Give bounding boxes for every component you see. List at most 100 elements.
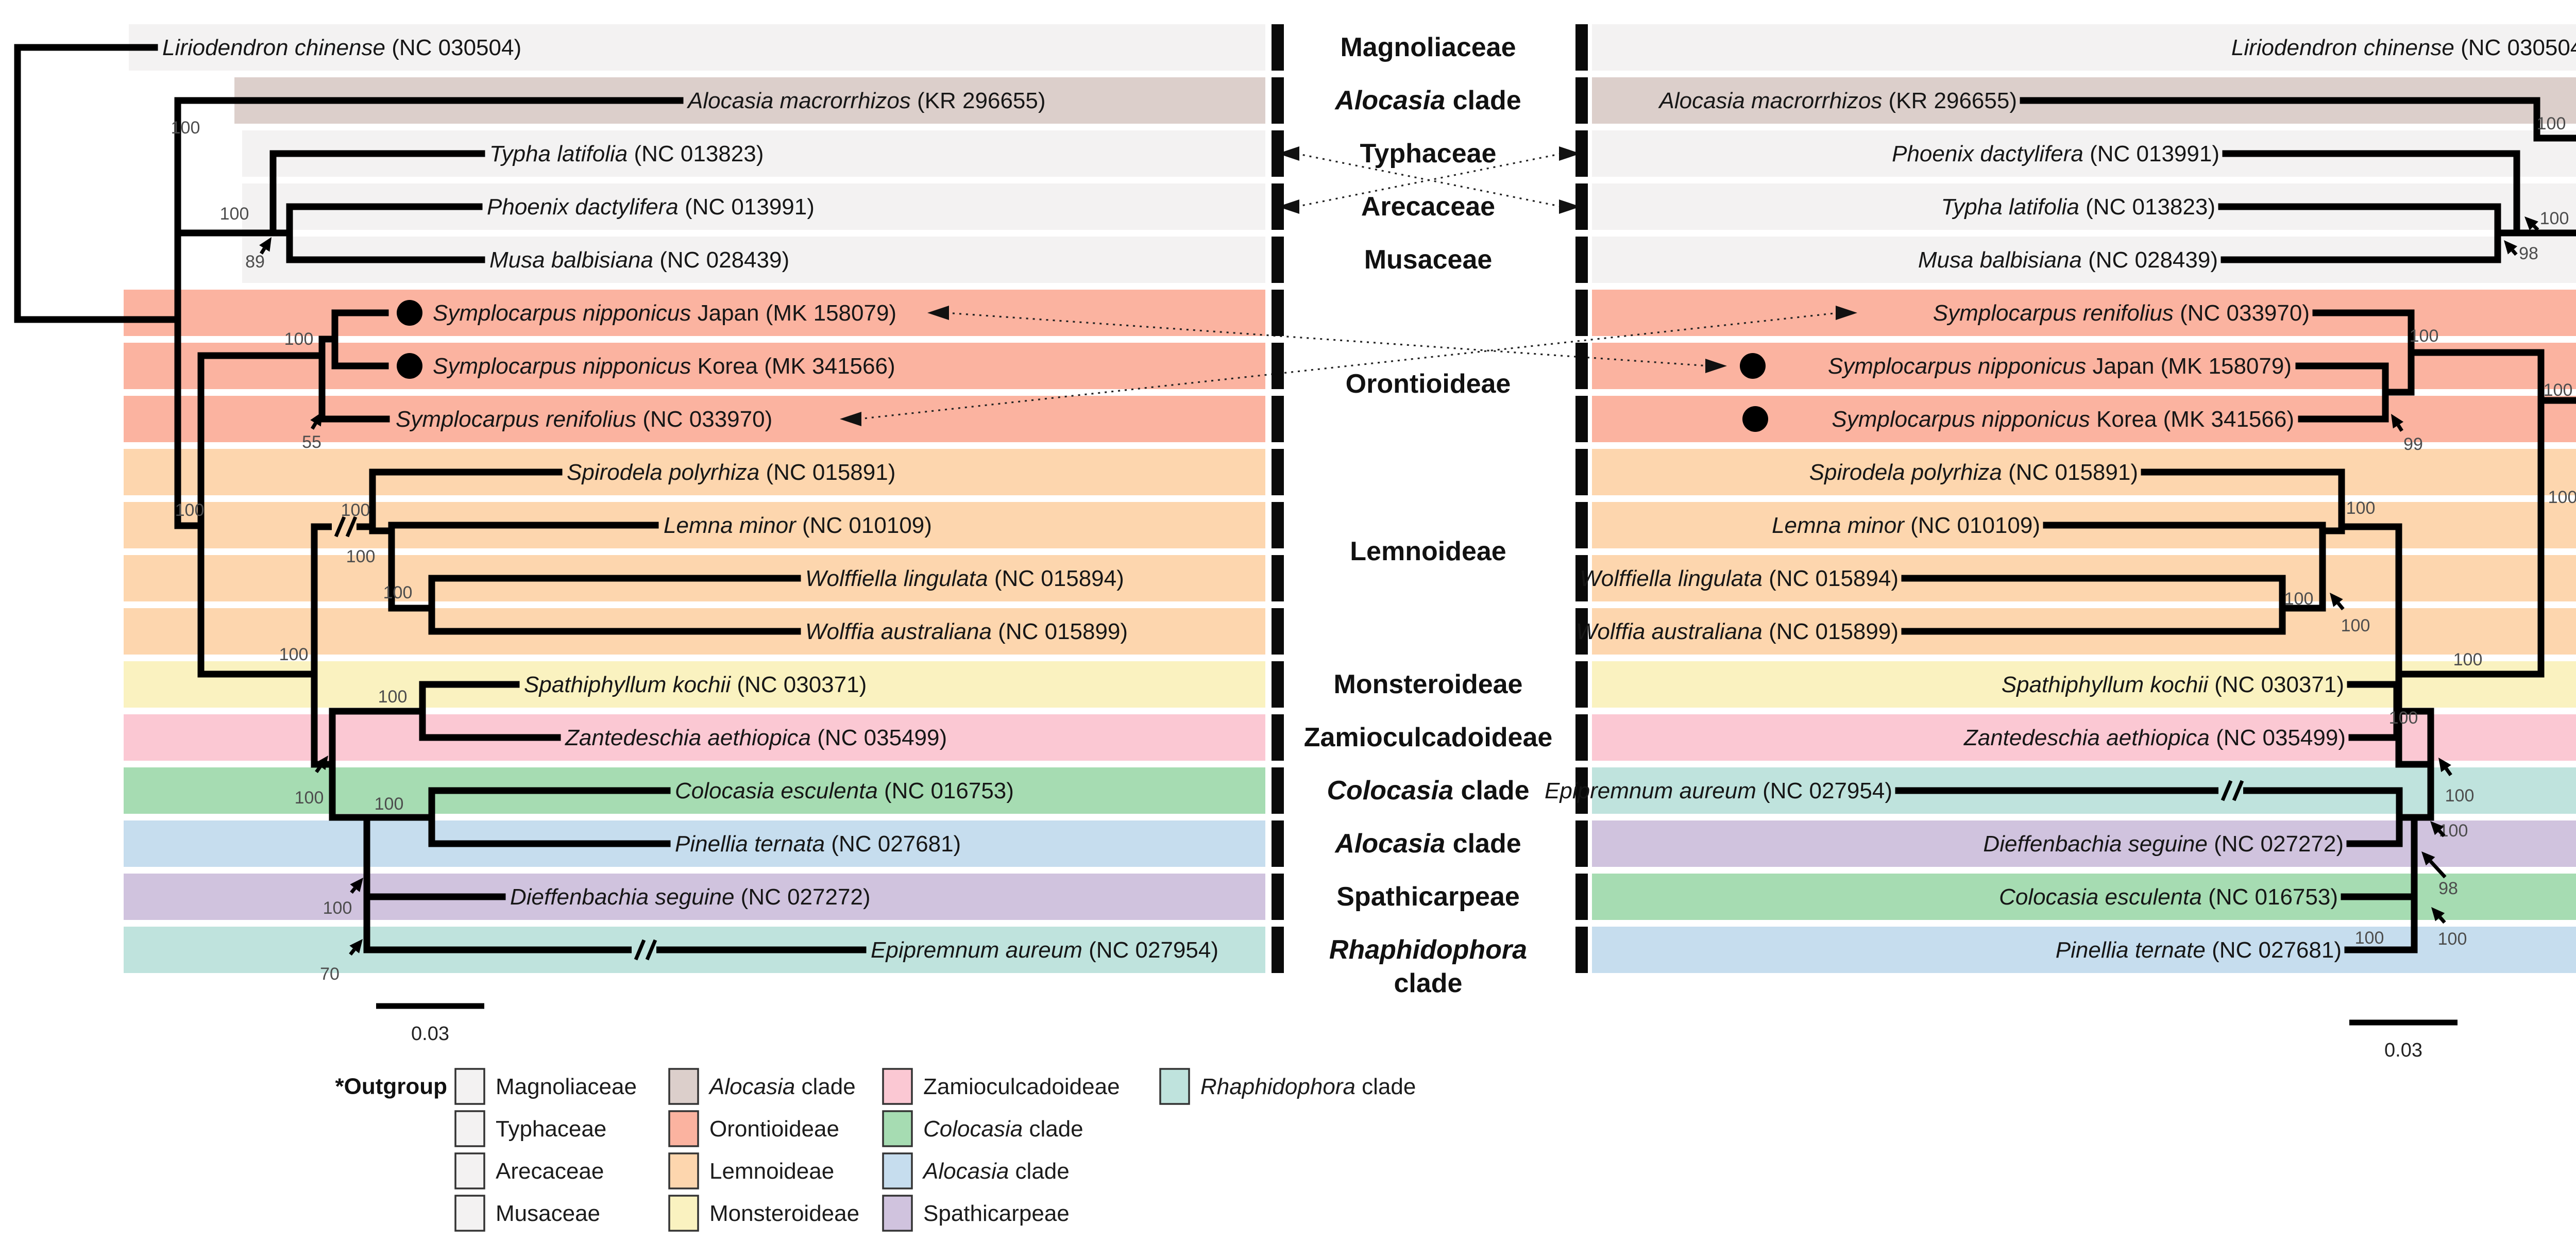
bootstrap-value: 100	[2540, 209, 2569, 228]
divider-bar-right	[1575, 502, 1588, 548]
right-arrowhead-icon	[1559, 146, 1581, 161]
bootstrap-value: 100	[323, 898, 352, 918]
bootstrap-value: 100	[2355, 928, 2384, 948]
bootstrap-value: 100	[2410, 326, 2439, 346]
left-arrowhead-icon	[840, 412, 861, 426]
divider-bar-right	[1575, 237, 1588, 283]
bootstrap-value: 100	[2445, 786, 2475, 806]
clade-band-left	[129, 24, 1265, 71]
taxon-label: Spirodela polyrhiza (NC 015891)	[1809, 460, 2138, 485]
divider-bar-right	[1575, 130, 1588, 177]
bootstrap-value: 100	[383, 583, 413, 602]
legend-swatch	[668, 1068, 699, 1105]
clade-band-left	[124, 874, 1265, 920]
divider-bar-left	[1272, 661, 1284, 708]
clade-band-right	[1592, 24, 2576, 71]
node-arrow-head-icon	[2438, 758, 2451, 773]
taxon-label: Epipremnum aureum (NC 027954)	[1545, 778, 1892, 803]
branch-break-slash	[634, 939, 646, 961]
bootstrap-value: 70	[320, 964, 340, 984]
swap-connector-line	[1296, 153, 1563, 208]
bootstrap-value: 100	[346, 547, 376, 566]
bootstrap-value: 100	[2284, 589, 2314, 609]
node-arrow-shaft	[315, 765, 322, 774]
divider-bar-left	[1272, 130, 1284, 177]
divider-bar-right	[1575, 343, 1588, 389]
node-arrow-head-icon	[259, 237, 272, 252]
clade-name-label: Lemnoideae	[1350, 537, 1506, 566]
bootstrap-value: 100	[220, 204, 249, 224]
legend-swatch	[668, 1195, 699, 1232]
node-arrow-shaft	[2445, 767, 2452, 777]
bootstrap-value: 100	[284, 329, 314, 349]
taxon-label: Liriodendron chinense (NC 030504)	[2231, 35, 2576, 60]
divider-bar-left	[1272, 237, 1284, 283]
clade-band-left	[124, 767, 1265, 814]
taxon-label: Symplocarpus nipponicus Japan (MK 158079…	[433, 300, 896, 326]
new-sequence-dot-icon	[1742, 406, 1768, 432]
taxon-label: Musa balbisiana (NC 028439)	[1918, 247, 2218, 273]
clade-name-label: Alocasia clade	[1334, 829, 1521, 859]
left-arrowhead-icon	[1278, 199, 1299, 214]
clade-band-right	[1592, 449, 2576, 495]
legend-item-label: Colocasia clade	[923, 1116, 1083, 1142]
node-arrow-head-icon	[2430, 821, 2444, 835]
clade-name-label: Spathicarpeae	[1336, 882, 1520, 912]
divider-bar-right	[1575, 183, 1588, 230]
clade-band-right	[1592, 661, 2576, 708]
taxon-label: Symplocarpus nipponicus Korea (MK 341566…	[433, 354, 895, 379]
taxon-label: Pinellia ternate (NC 027681)	[2056, 937, 2342, 963]
branch-break-slash	[2232, 780, 2244, 801]
legend-swatch	[882, 1152, 913, 1189]
legend-item-label: Alocasia clade	[708, 1074, 856, 1099]
clade-band-left	[124, 449, 1265, 495]
legend-swatch	[668, 1152, 699, 1189]
legend-swatch	[454, 1068, 485, 1105]
clade-band-left	[124, 343, 1265, 389]
clade-band-left	[124, 820, 1265, 867]
legend-swatch	[454, 1195, 485, 1232]
left-arrowhead-icon	[1278, 146, 1299, 161]
node-arrow-shaft	[2438, 916, 2446, 924]
divider-bar-left	[1272, 767, 1284, 814]
bootstrap-value: 100	[2544, 380, 2573, 400]
legend-item-label: Zamioculcadoideae	[923, 1074, 1120, 1099]
divider-bar-left	[1272, 449, 1284, 495]
bootstrap-value: 100	[2453, 650, 2483, 669]
legend-item-label: Lemnoideae	[709, 1159, 834, 1184]
node-arrow-head-icon	[349, 939, 363, 953]
clade-band-left	[124, 290, 1265, 336]
bootstrap-value: 100	[279, 645, 309, 664]
taxon-label: Dieffenbachia seguine (NC 027272)	[510, 884, 871, 910]
legend-item-label: Musaceae	[496, 1201, 600, 1226]
taxon-label: Phoenix dactylifera (NC 013991)	[1892, 141, 2219, 166]
divider-bar-right	[1575, 24, 1588, 71]
taxon-label: Wolffia australiana (NC 015899)	[805, 619, 1128, 644]
node-arrow-head-icon	[2504, 240, 2518, 255]
node-arrow-shaft	[2397, 424, 2403, 432]
node-arrow-shaft	[349, 948, 356, 956]
divider-bar-left	[1272, 608, 1284, 655]
node-arrow-shaft	[2429, 860, 2447, 879]
taxon-label: Symplocarpus nipponicus Korea (MK 341566…	[1832, 407, 2294, 432]
bootstrap-value: 100	[2548, 488, 2576, 507]
taxon-label: Spirodela polyrhiza (NC 015891)	[567, 460, 895, 485]
taxon-label: Alocasia macrorrhizos (KR 296655)	[1657, 88, 2017, 113]
taxon-label: Zantedeschia aethiopica (NC 035499)	[565, 725, 947, 750]
taxon-label: Wolffiella lingulata (NC 015894)	[805, 566, 1124, 591]
node-arrow-head-icon	[350, 878, 363, 892]
new-sequence-dot-icon	[397, 300, 422, 326]
legend-outgroup-label: *Outgroup	[335, 1074, 447, 1099]
bootstrap-value: 100	[375, 794, 404, 814]
branch-break-slash	[334, 516, 346, 538]
clade-name-label: clade	[1394, 968, 1463, 998]
bootstrap-value: 99	[2403, 434, 2423, 454]
bootstrap-value: 100	[171, 118, 200, 138]
taxon-label: Typha latifolia (NC 013823)	[1941, 194, 2215, 220]
divider-bar-left	[1272, 555, 1284, 601]
taxon-label: Liriodendron chinense (NC 030504)	[162, 35, 521, 60]
divider-bar-left	[1272, 290, 1284, 336]
